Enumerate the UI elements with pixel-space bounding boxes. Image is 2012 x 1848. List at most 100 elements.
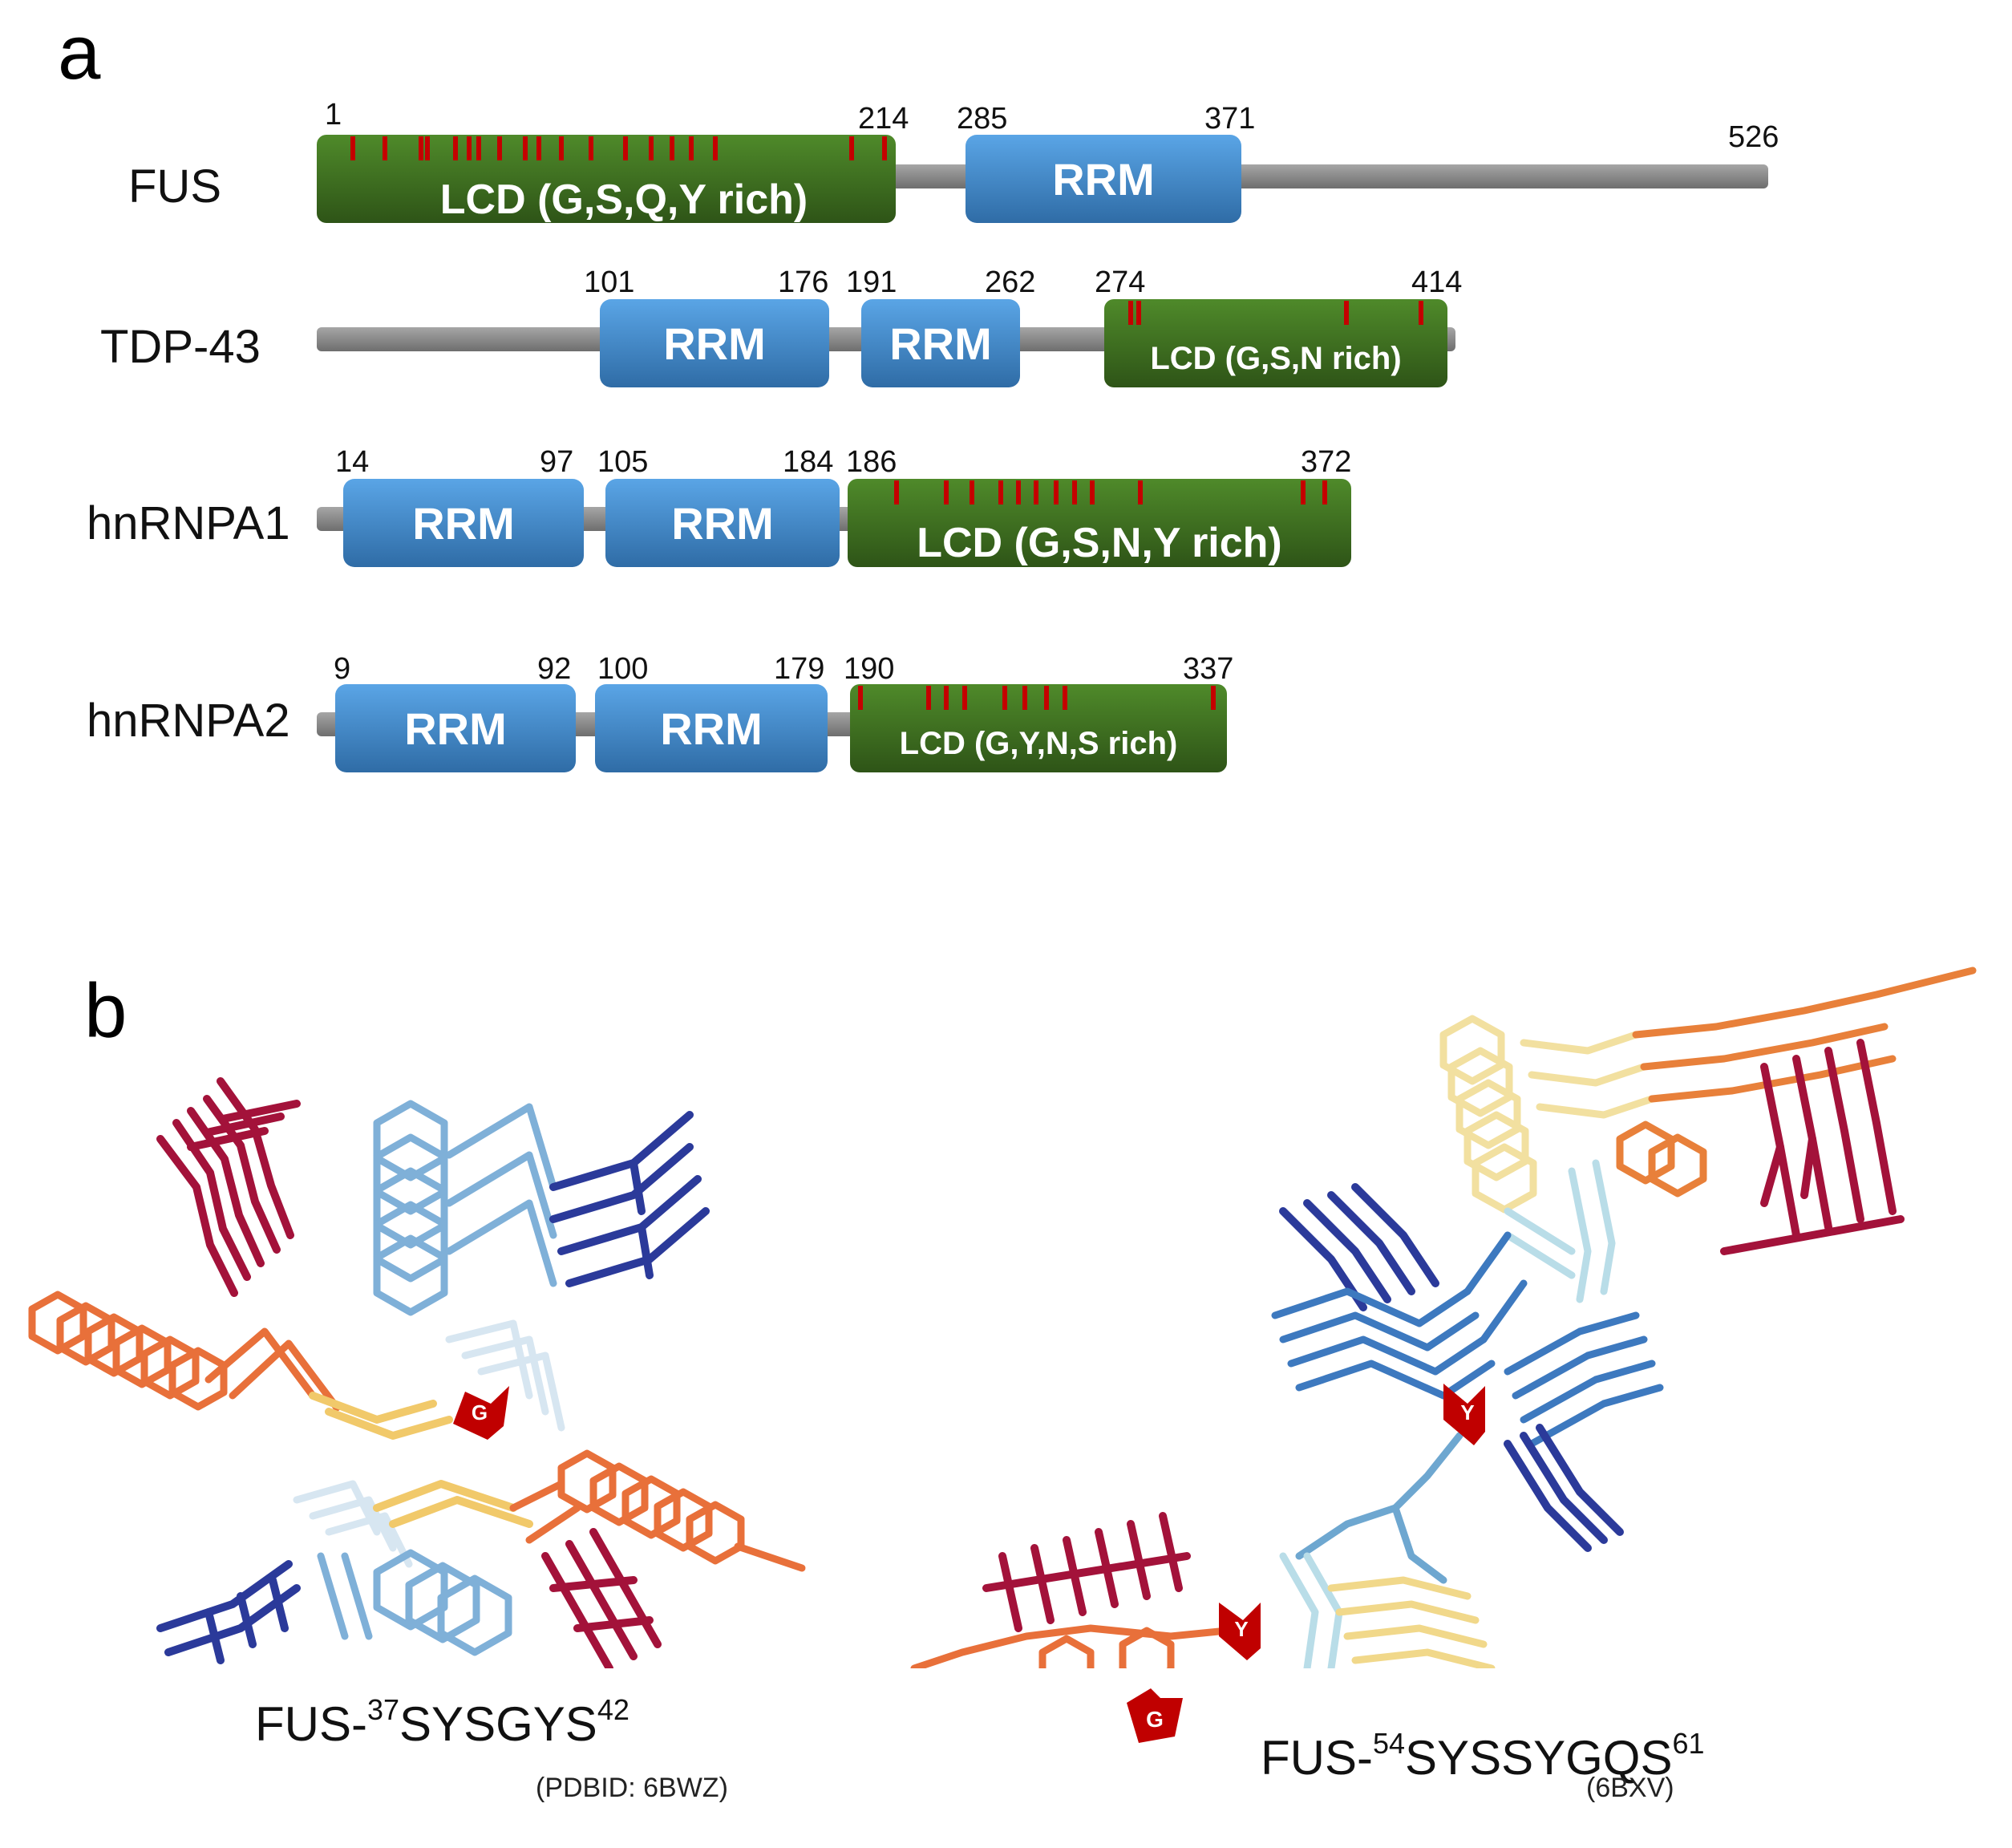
stick-layer (293, 1480, 413, 1568)
protein-tdp-43: TDP-43 RRM RRM LCD (G,S,N rich) 101 176 … (100, 265, 1462, 387)
stick-layer (156, 1077, 301, 1297)
mutation-marks (894, 480, 1327, 505)
stick-layer (445, 1319, 565, 1432)
lcd-domain: LCD (G,S,Q,Y rich) (317, 135, 896, 223)
domain-label: RRM (412, 498, 515, 549)
marker-label: G (1146, 1707, 1164, 1732)
structure-label-6bxv: FUS-54SYSSYGQS61 (1261, 1727, 1705, 1785)
residue-number: 92 (537, 652, 571, 686)
stick-layer (1271, 1231, 1528, 1400)
panel-a-letter: a (58, 10, 101, 95)
label-start-residue: 54 (1372, 1727, 1406, 1760)
rrm-domain: RRM (595, 684, 828, 772)
stick-layer (1504, 1159, 1616, 1303)
stick-layer (309, 1392, 453, 1440)
residue-number: 176 (778, 265, 828, 299)
protein-name: hnRNPA2 (87, 695, 290, 747)
mutation-marks (1128, 301, 1423, 325)
rrm-domain: RRM (966, 135, 1241, 223)
stick-layer (1279, 1183, 1439, 1311)
residue-marker-g: G (1127, 1688, 1183, 1743)
marker-label: G (472, 1400, 488, 1424)
label-end-residue: 42 (597, 1693, 630, 1726)
residue-number: 214 (858, 102, 909, 136)
structure-6bxv: Y Y (910, 967, 1977, 1668)
residue-number: 285 (957, 102, 1007, 136)
residue-number: 105 (597, 445, 648, 479)
label-start-residue: 37 (366, 1693, 400, 1726)
rrm-domain: RRM (343, 479, 584, 567)
rrm-domain: RRM (861, 299, 1020, 387)
stick-layer (1504, 1424, 1624, 1552)
structure-6bwz: G (28, 1077, 806, 1668)
domain-label: RRM (671, 498, 774, 549)
residue-number: 184 (783, 445, 833, 479)
mutation-marks (858, 686, 1216, 710)
residue-start: 1 (325, 98, 342, 132)
residue-number: 337 (1183, 652, 1233, 686)
residue-number: 179 (774, 652, 824, 686)
domain-label: LCD (G,S,Q,Y rich) (440, 176, 808, 223)
residue-number: 9 (334, 652, 350, 686)
domain-label: RRM (404, 703, 507, 754)
label-sequence: SYSGYS (399, 1697, 597, 1751)
residue-number: 14 (335, 445, 369, 479)
residue-number: 191 (846, 265, 897, 299)
stick-layer (156, 1560, 301, 1664)
stick-layer (1504, 1311, 1664, 1448)
stick-layer (1327, 1576, 1496, 1668)
stick-layer (1439, 1015, 1656, 1214)
protein-fus: FUS (128, 98, 1779, 223)
protein-name: TDP-43 (100, 321, 261, 373)
label-prefix: FUS- (1261, 1731, 1373, 1785)
pdb-id-6bwz: (PDBID: 6BWZ) (536, 1773, 728, 1803)
lcd-domain: LCD (G,S,N,Y rich) (848, 479, 1351, 567)
residue-number: 274 (1095, 265, 1145, 299)
label-prefix: FUS- (255, 1697, 367, 1751)
rrm-domain: RRM (600, 299, 829, 387)
stick-layer (1720, 1039, 1905, 1255)
stick-layer (910, 1624, 1255, 1668)
structure-renderings: G (28, 967, 1977, 1668)
pdb-id-6bxv: (6BXV) (1586, 1773, 1674, 1803)
residue-marker-y: Y (1219, 1603, 1261, 1660)
stick-layer (373, 1480, 533, 1528)
mutation-marks (350, 136, 887, 160)
protein-name: FUS (128, 160, 221, 213)
domain-label: LCD (G,Y,N,S rich) (900, 726, 1178, 761)
domain-label: RRM (663, 318, 766, 369)
marker-label: Y (1234, 1617, 1248, 1641)
stick-layer (982, 1512, 1191, 1632)
protein-name: hnRNPA1 (87, 497, 290, 549)
structure-label-6bwz: FUS-37SYSGYS42 (255, 1696, 630, 1752)
protein-hnrnpa2: hnRNPA2 RRM RRM LCD (G,Y,N,S rich) (87, 652, 1233, 772)
residue-number: 186 (846, 445, 897, 479)
stick-layer (317, 1549, 512, 1656)
label-end-residue: 61 (1672, 1727, 1705, 1760)
lcd-domain: LCD (G,S,N rich) (1104, 299, 1447, 387)
stick-layer (549, 1111, 710, 1287)
residue-number: 414 (1411, 265, 1462, 299)
residue-number: 262 (985, 265, 1035, 299)
stick-layer (373, 1100, 557, 1316)
stick-layer (541, 1528, 662, 1668)
stick-layer (1279, 1552, 1343, 1668)
domain-architecture-diagram: FUS (87, 98, 1779, 772)
protein-hnrnpa1: hnRNPA1 RRM RRM (87, 445, 1351, 567)
residue-number: 101 (584, 265, 634, 299)
lcd-domain: LCD (G,Y,N,S rich) (850, 684, 1227, 772)
residue-number: 97 (540, 445, 573, 479)
residue-end: 526 (1728, 120, 1779, 154)
rrm-domain: RRM (605, 479, 840, 567)
domain-label: RRM (889, 318, 992, 369)
residue-number: 190 (844, 652, 894, 686)
residue-number: 100 (597, 652, 648, 686)
residue-number: 371 (1204, 102, 1255, 136)
marker-label: Y (1460, 1400, 1474, 1424)
stick-layer (28, 1291, 341, 1412)
residue-marker-g: G (453, 1386, 509, 1440)
rrm-domain: RRM (335, 684, 576, 772)
domain-label: LCD (G,S,N,Y rich) (917, 520, 1282, 566)
domain-label: RRM (1052, 154, 1155, 205)
stick-layer (1295, 1432, 1463, 1584)
